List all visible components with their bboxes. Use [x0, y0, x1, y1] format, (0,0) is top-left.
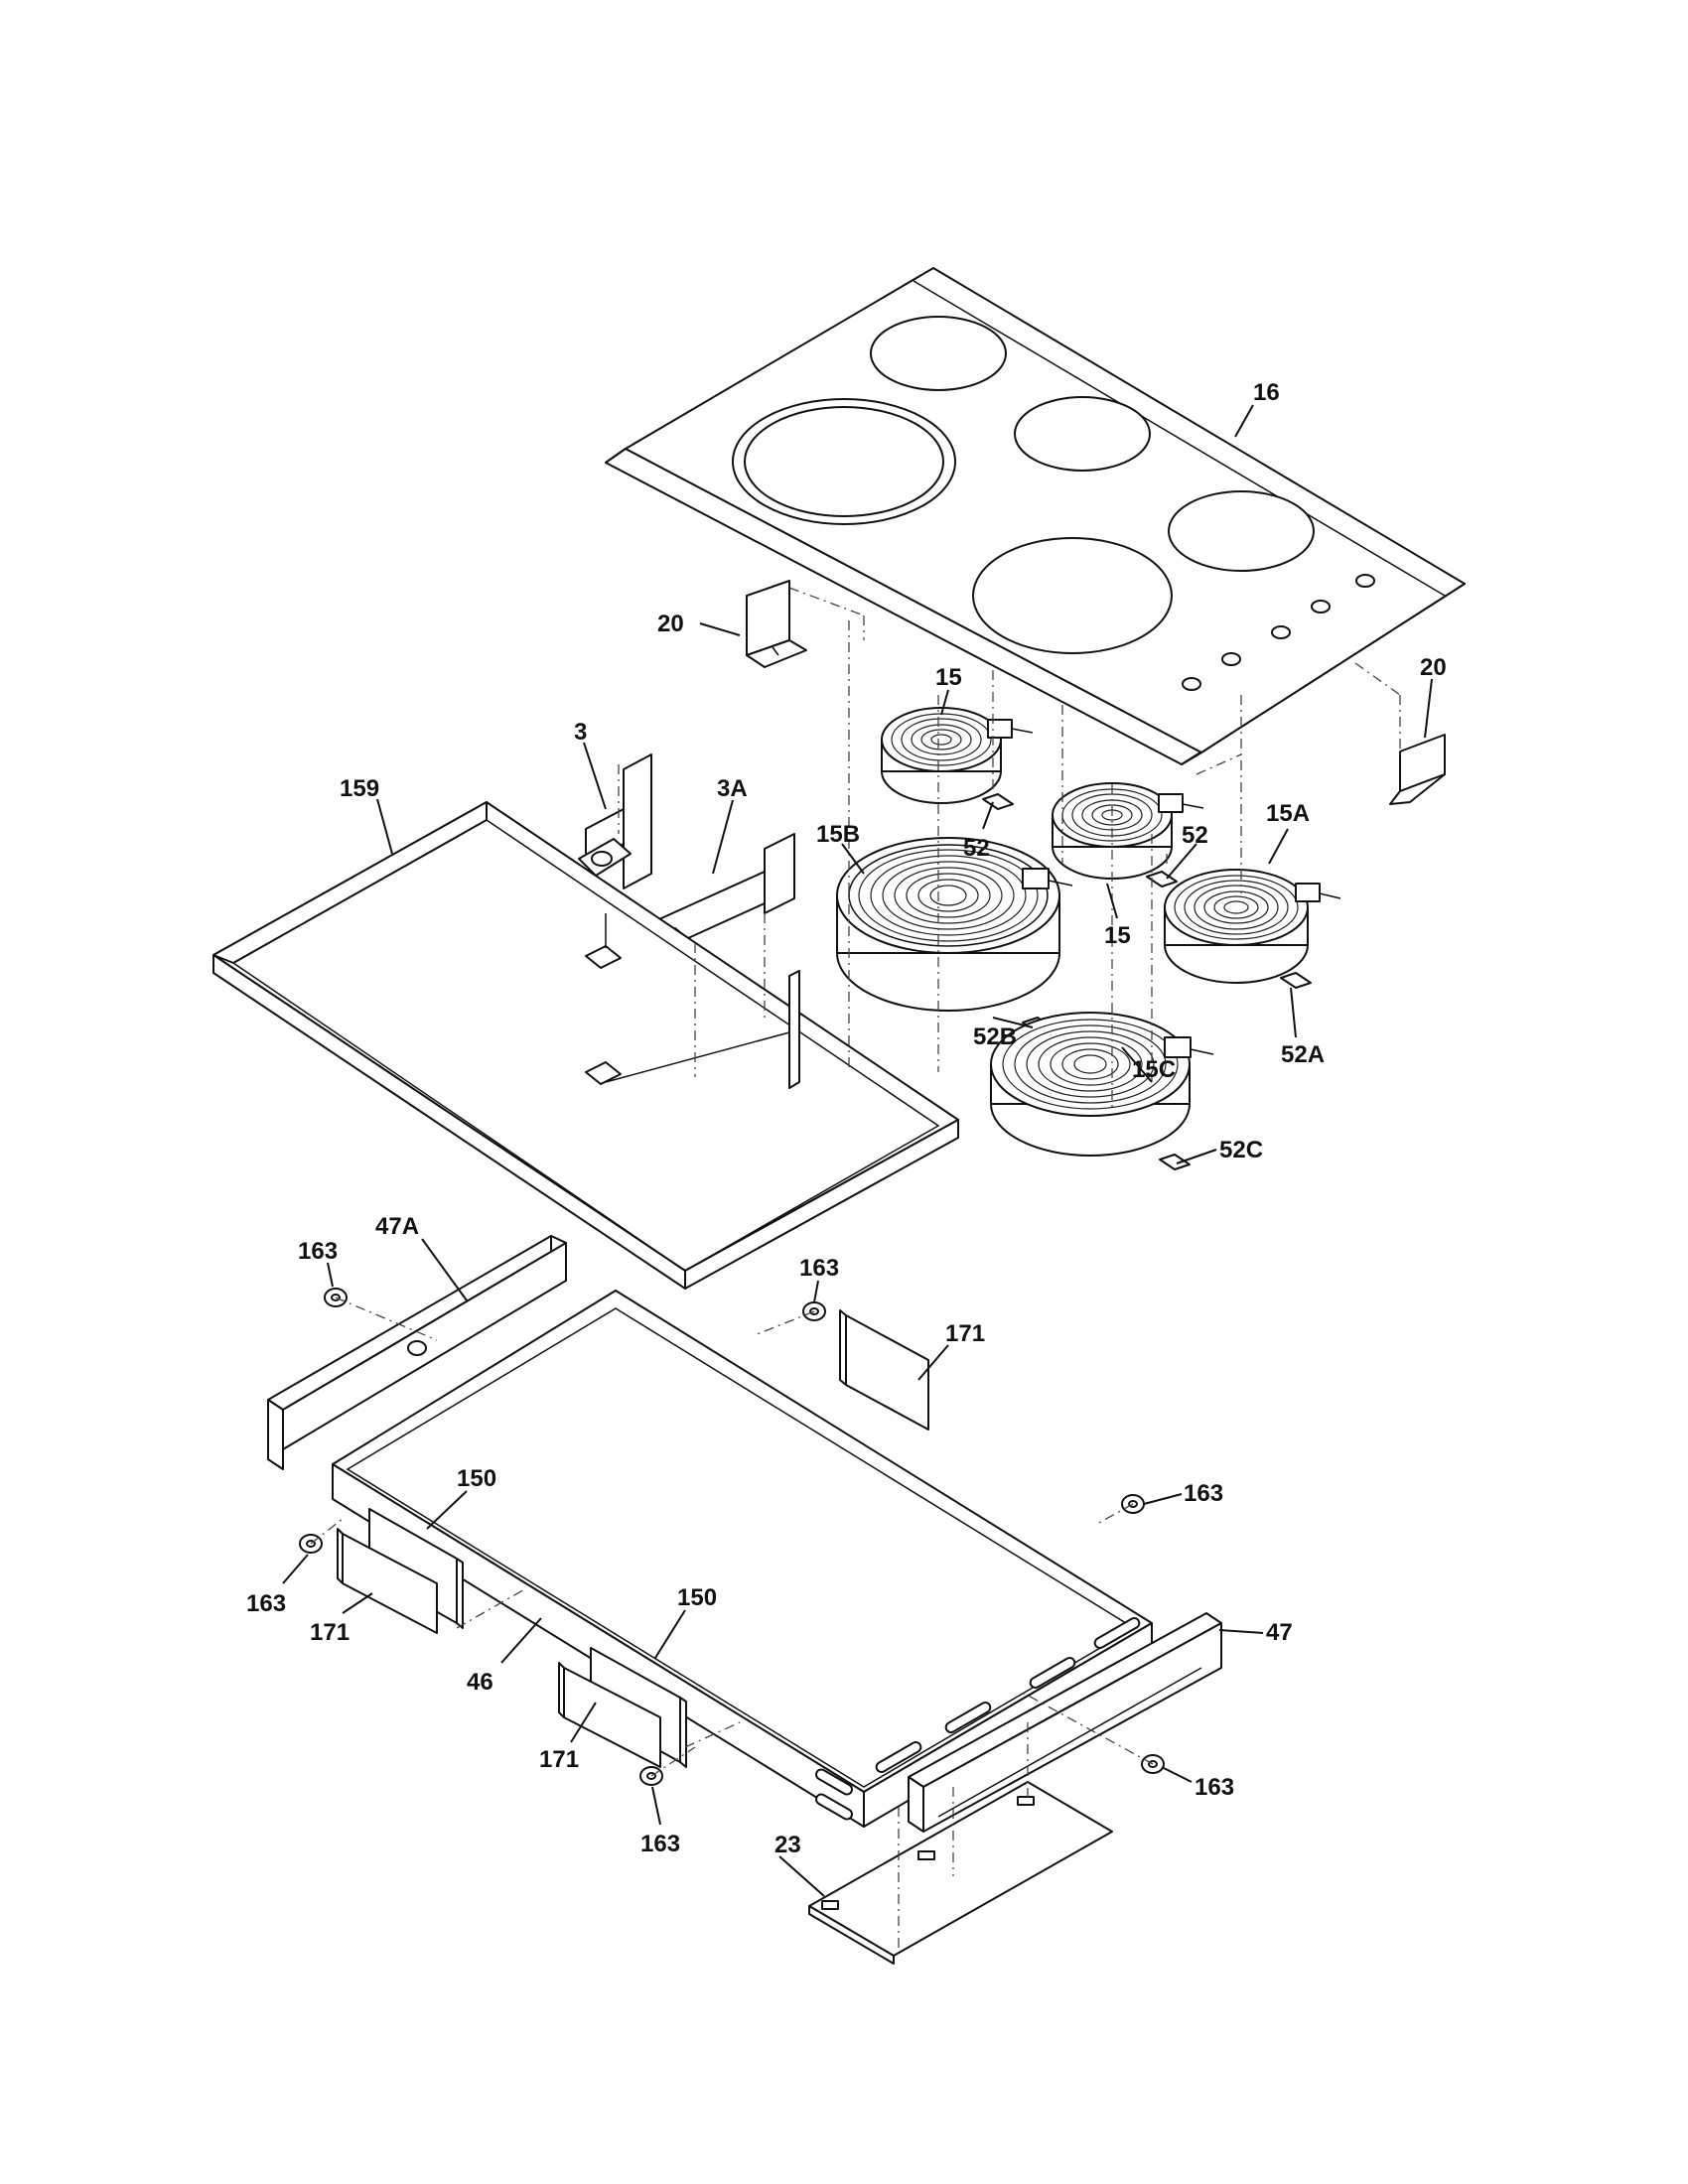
label-52b: 52B	[973, 1024, 1017, 1050]
label-171-left: 171	[310, 1619, 350, 1646]
part-47a-rail-left[interactable]	[267, 1235, 567, 1470]
part-16-cooktop-glass[interactable]	[605, 267, 1466, 765]
label-163-c: 163	[246, 1590, 286, 1617]
label-52-center: 52	[1182, 822, 1208, 849]
label-52-left: 52	[963, 835, 990, 862]
part-159-upper-box[interactable]	[212, 801, 959, 1290]
label-46: 46	[467, 1669, 493, 1696]
label-171-right: 171	[945, 1320, 985, 1347]
label-15a: 15A	[1266, 800, 1310, 827]
part-labels: 16 20 20 3 3A 159 15 52 52 15A 15B 15 52…	[246, 379, 1447, 1858]
label-150-left: 150	[457, 1465, 496, 1492]
part-171-panel-right[interactable]	[839, 1309, 929, 1431]
label-47: 47	[1266, 1619, 1293, 1646]
label-15c: 15C	[1132, 1056, 1176, 1083]
label-163-a: 163	[298, 1238, 338, 1265]
label-163-e: 163	[640, 1831, 680, 1857]
label-47a: 47A	[375, 1213, 419, 1240]
part-15a-burner-right[interactable]	[1164, 869, 1341, 989]
label-52c: 52C	[1219, 1137, 1263, 1163]
label-15-center: 15	[1104, 922, 1131, 949]
label-159: 159	[340, 775, 379, 802]
part-3-bracket[interactable]	[578, 753, 652, 889]
label-163-d: 163	[1184, 1480, 1223, 1507]
part-171-panel-left[interactable]	[337, 1528, 438, 1634]
part-15b-burner-large[interactable]	[836, 837, 1073, 1033]
label-163-b: 163	[799, 1255, 839, 1282]
label-171-center: 171	[539, 1746, 579, 1773]
part-171-panel-center[interactable]	[558, 1662, 661, 1768]
label-15b: 15B	[816, 821, 860, 848]
label-163-f: 163	[1195, 1774, 1234, 1801]
alignment-lines	[310, 587, 1401, 1951]
leader-lines	[282, 404, 1433, 1897]
part-20-bracket-left[interactable]	[746, 580, 807, 668]
part-23-bottom-plate[interactable]	[808, 1781, 1113, 1965]
label-3: 3	[574, 719, 587, 746]
label-15-left: 15	[935, 664, 962, 691]
part-15c-burner-lower[interactable]	[990, 1012, 1214, 1170]
label-150-center: 150	[677, 1584, 717, 1611]
part-47-rail-right[interactable]	[908, 1612, 1222, 1833]
part-15-burner-small-left[interactable]	[881, 707, 1034, 810]
label-3a: 3A	[717, 775, 748, 802]
label-16: 16	[1253, 379, 1280, 406]
part-20-bracket-right[interactable]	[1389, 734, 1446, 805]
label-20-left: 20	[657, 611, 684, 637]
label-52a: 52A	[1281, 1041, 1325, 1068]
label-23: 23	[774, 1832, 801, 1858]
label-20-right: 20	[1420, 654, 1447, 681]
